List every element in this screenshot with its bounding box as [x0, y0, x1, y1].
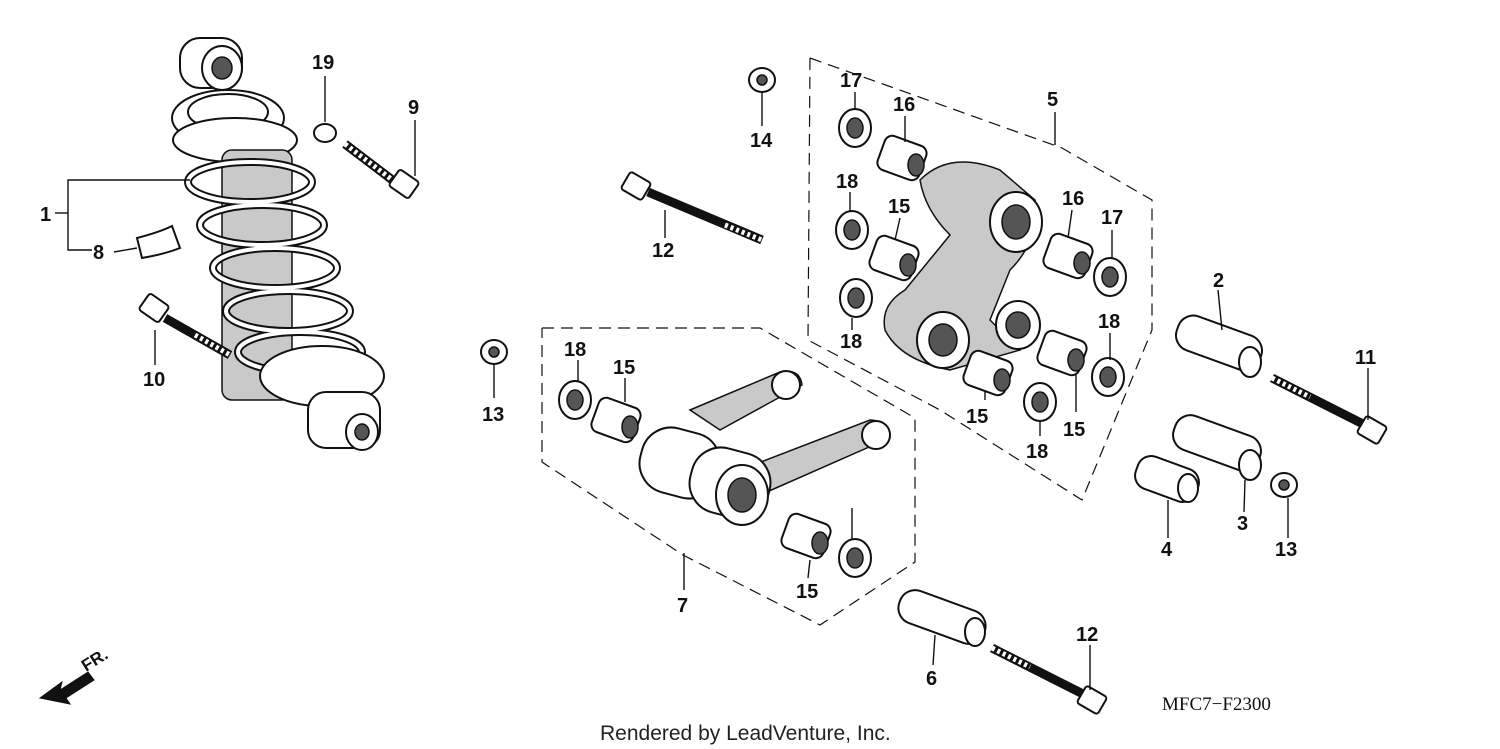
callout-15-b: 15: [966, 406, 988, 428]
seal-18-f[interactable]: [838, 538, 872, 578]
seal-18-b[interactable]: [839, 278, 873, 318]
seal-18-a[interactable]: [835, 210, 869, 250]
callout-11: 11: [1355, 347, 1376, 369]
bolt-12-upper[interactable]: [620, 171, 764, 245]
bolt-12-lower[interactable]: [989, 643, 1108, 715]
bearing-16-b[interactable]: [1041, 232, 1095, 281]
callout-4: 4: [1161, 539, 1173, 561]
seal-18-e[interactable]: [558, 380, 592, 420]
seal-17-a[interactable]: [838, 108, 872, 148]
bearing-15-e[interactable]: [779, 512, 833, 561]
seal-18-c[interactable]: [1091, 357, 1125, 397]
callout-15-a: 15: [888, 196, 910, 218]
rear-shock-absorber[interactable]: [171, 37, 385, 451]
callout-15-e: 15: [796, 581, 818, 603]
callout-6: 6: [926, 668, 937, 690]
callout-13-right: 13: [1275, 539, 1297, 561]
collar-6[interactable]: [894, 586, 990, 649]
callout-13-left: 13: [482, 404, 504, 426]
nut-13-left[interactable]: [480, 339, 508, 365]
bearing-15-d[interactable]: [589, 396, 643, 445]
bearing-15-b[interactable]: [1035, 329, 1089, 378]
bearing-15-a[interactable]: [867, 234, 921, 283]
shock-arm-5[interactable]: [883, 161, 1043, 371]
callout-18-c: 18: [1098, 311, 1120, 333]
callout-5: 5: [1047, 89, 1058, 111]
nut-13-right[interactable]: [1270, 472, 1298, 498]
bolt-9[interactable]: [342, 140, 420, 199]
seal-18-d[interactable]: [1023, 382, 1057, 422]
group-box-7: [541, 327, 916, 626]
bolt-10[interactable]: [138, 293, 233, 359]
callout-10: 10: [143, 369, 165, 391]
callout-18-a: 18: [836, 171, 858, 193]
callout-1: 1: [40, 204, 51, 226]
callout-18-e: 18: [564, 339, 586, 361]
callout-16-a: 16: [893, 94, 915, 116]
callout-17-b: 17: [1101, 207, 1123, 229]
callout-18-d: 18: [1026, 441, 1048, 463]
bolt-11[interactable]: [1269, 373, 1388, 445]
seal-17-b[interactable]: [1093, 257, 1127, 297]
callout-9: 9: [408, 97, 419, 119]
callout-19: 19: [312, 52, 334, 74]
shock-rod-7[interactable]: [633, 370, 891, 526]
collar-3[interactable]: [1169, 411, 1266, 481]
callout-3: 3: [1237, 513, 1248, 535]
callout-8: 8: [93, 242, 104, 264]
collar-4[interactable]: [1131, 452, 1203, 506]
callout-16-b: 16: [1062, 188, 1084, 210]
callout-12-lower: 12: [1076, 624, 1098, 646]
label-sticker-8[interactable]: [135, 224, 182, 260]
bearing-16-a[interactable]: [875, 134, 929, 183]
washer-19[interactable]: [313, 123, 337, 143]
callout-12-upper: 12: [652, 240, 674, 262]
collar-2[interactable]: [1171, 311, 1266, 378]
callout-7: 7: [677, 595, 688, 617]
callout-17-a: 17: [840, 70, 862, 92]
callout-14: 14: [750, 130, 773, 152]
render-credit: Rendered by LeadVenture, Inc.: [600, 722, 891, 745]
group-box-5: [807, 57, 1153, 501]
leader-lines: [55, 76, 1369, 690]
nut-14[interactable]: [748, 67, 776, 93]
callout-18-b: 18: [840, 331, 862, 353]
bearing-15-c[interactable]: [961, 349, 1015, 398]
callout-15-d: 15: [613, 357, 635, 379]
front-direction-arrow: FR.: [38, 645, 111, 705]
callout-15-c: 15: [1063, 419, 1085, 441]
drawing-code: MFC7−F2300: [1162, 694, 1271, 715]
front-direction-label: FR.: [78, 645, 111, 676]
callout-2: 2: [1213, 270, 1224, 292]
